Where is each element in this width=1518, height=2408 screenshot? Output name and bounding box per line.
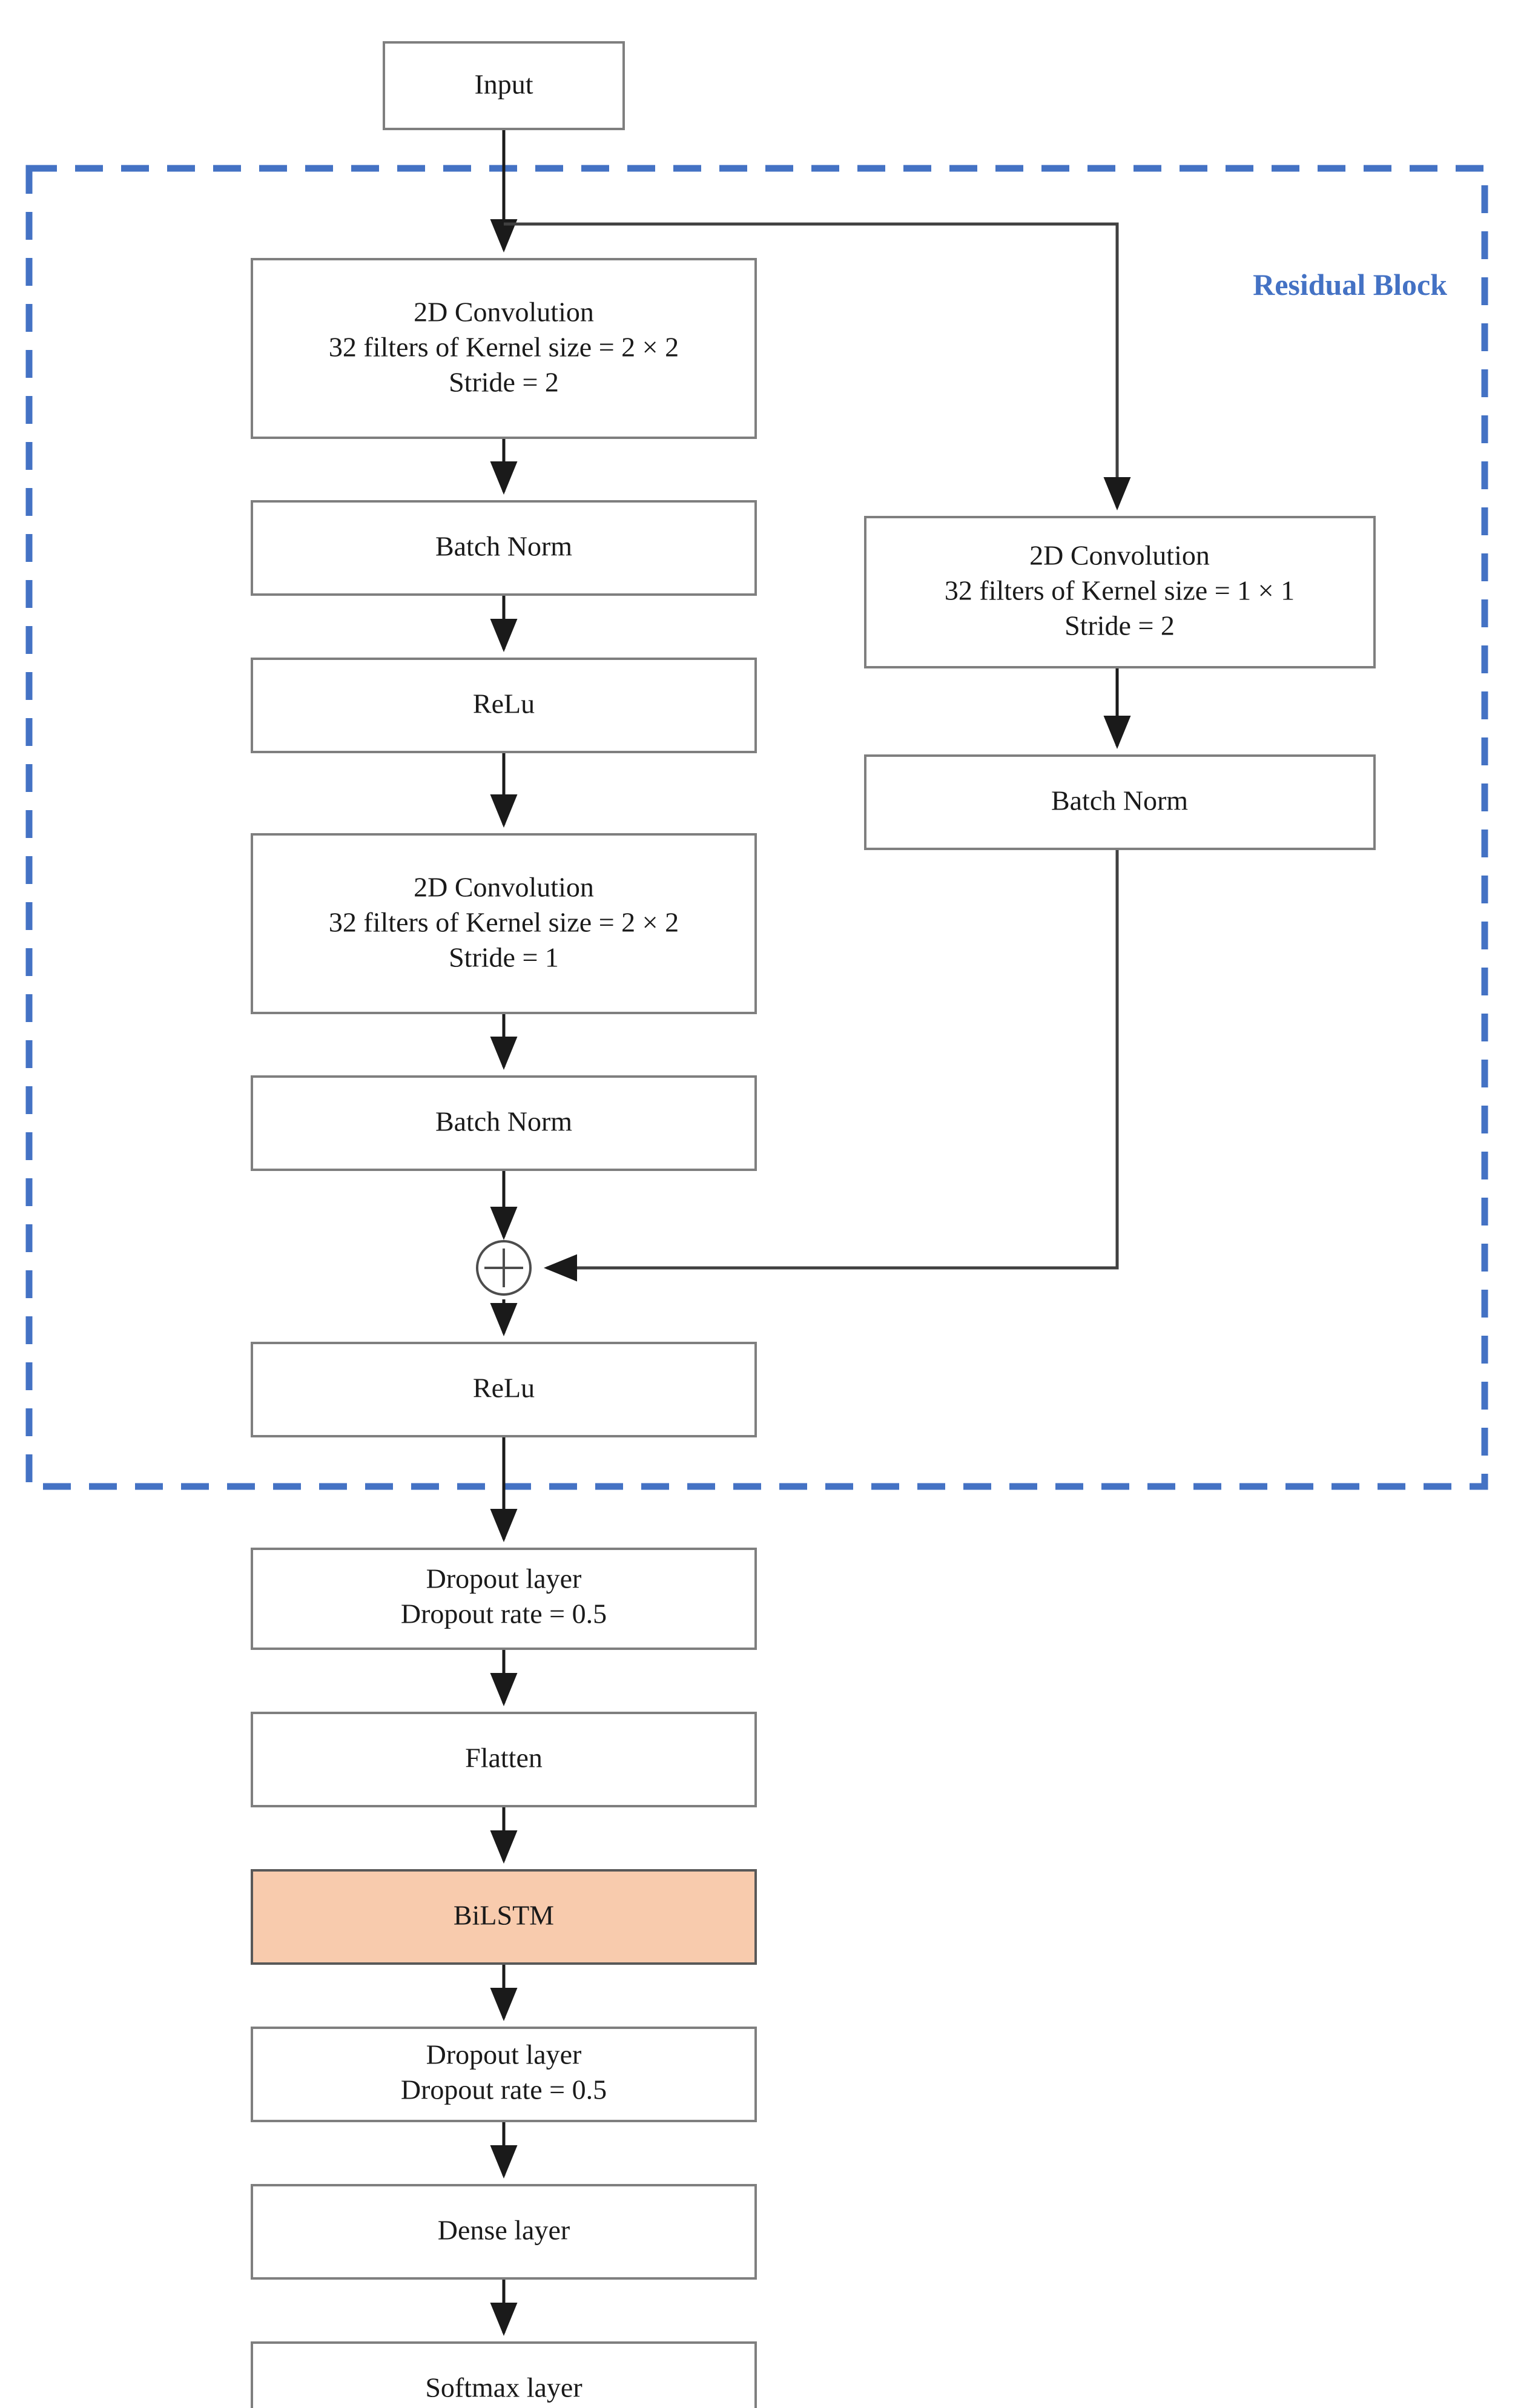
node-conv1-line3: Stride = 2 bbox=[449, 367, 559, 398]
node-softmax[interactable]: Softmax layer bbox=[251, 2341, 757, 2408]
node-relu-2[interactable]: ReLu bbox=[251, 1342, 757, 1437]
node-dropout-1-line1: Dropout layer bbox=[426, 1563, 582, 1594]
arrow-skip-branch-to-conv-skip bbox=[504, 222, 1131, 510]
node-dropout-2-line2: Dropout rate = 0.5 bbox=[401, 2074, 607, 2105]
node-conv2-line3: Stride = 1 bbox=[449, 942, 559, 973]
node-conv2-box bbox=[251, 833, 757, 1014]
node-conv1[interactable]: 2D Convolution 32 filters of Kernel size… bbox=[251, 258, 757, 439]
node-conv-skip-line1: 2D Convolution bbox=[1029, 540, 1210, 571]
node-flatten[interactable]: Flatten bbox=[251, 1712, 757, 1807]
node-batch-norm-skip[interactable]: Batch Norm bbox=[864, 754, 1376, 850]
node-batch-norm-2[interactable]: Batch Norm bbox=[251, 1075, 757, 1171]
node-input-label: Input bbox=[474, 69, 533, 100]
node-conv-skip-line3: Stride = 2 bbox=[1064, 610, 1175, 641]
node-dropout-2[interactable]: Dropout layer Dropout rate = 0.5 bbox=[251, 2027, 757, 2122]
node-dropout-1-line2: Dropout rate = 0.5 bbox=[401, 1598, 607, 1629]
node-conv1-line1: 2D Convolution bbox=[414, 297, 594, 328]
node-batch-norm-skip-box bbox=[864, 754, 1376, 850]
node-conv-skip-line2: 32 filters of Kernel size = 1 × 1 bbox=[945, 575, 1295, 606]
arrow-skip-to-add bbox=[544, 849, 1119, 1282]
node-relu-1-box bbox=[251, 658, 757, 753]
node-softmax-label: Softmax layer bbox=[425, 2372, 582, 2403]
node-conv2-line2: 32 filters of Kernel size = 2 × 2 bbox=[329, 907, 679, 938]
node-bilstm-label: BiLSTM bbox=[454, 1900, 554, 1931]
node-conv-skip-box bbox=[864, 516, 1376, 668]
node-dense[interactable]: Dense layer bbox=[251, 2184, 757, 2280]
node-dropout-1-box bbox=[251, 1548, 757, 1650]
node-conv-skip[interactable]: 2D Convolution 32 filters of Kernel size… bbox=[864, 516, 1376, 668]
node-dense-box bbox=[251, 2184, 757, 2280]
node-flatten-box bbox=[251, 1712, 757, 1807]
node-relu-2-label: ReLu bbox=[473, 1373, 535, 1404]
node-relu-1[interactable]: ReLu bbox=[251, 658, 757, 753]
node-batch-norm-2-label: Batch Norm bbox=[435, 1106, 572, 1137]
node-bilstm-box bbox=[251, 1869, 757, 1965]
node-dropout-2-box bbox=[251, 2027, 757, 2122]
node-conv2[interactable]: 2D Convolution 32 filters of Kernel size… bbox=[251, 833, 757, 1014]
node-flatten-label: Flatten bbox=[465, 1743, 543, 1773]
node-relu-2-box bbox=[251, 1342, 757, 1437]
node-conv1-box bbox=[251, 258, 757, 439]
node-dropout-2-line1: Dropout layer bbox=[426, 2039, 582, 2070]
node-input-box bbox=[383, 41, 625, 130]
node-dense-label: Dense layer bbox=[438, 2215, 570, 2246]
residual-block-boundary bbox=[25, 165, 1488, 1490]
node-relu-1-label: ReLu bbox=[473, 688, 535, 719]
node-softmax-box bbox=[251, 2341, 757, 2408]
node-conv1-line2: 32 filters of Kernel size = 2 × 2 bbox=[329, 332, 679, 363]
node-batch-norm-1-label: Batch Norm bbox=[435, 531, 572, 562]
node-conv2-line1: 2D Convolution bbox=[414, 872, 594, 903]
node-batch-norm-2-box bbox=[251, 1075, 757, 1171]
residual-block-label: Residual Block bbox=[1253, 268, 1447, 302]
node-bilstm[interactable]: BiLSTM bbox=[251, 1869, 757, 1965]
node-batch-norm-1-box bbox=[251, 500, 757, 596]
node-addition[interactable] bbox=[476, 1240, 532, 1296]
node-input[interactable]: Input bbox=[383, 41, 625, 130]
node-batch-norm-skip-label: Batch Norm bbox=[1051, 785, 1188, 816]
node-dropout-1[interactable]: Dropout layer Dropout rate = 0.5 bbox=[251, 1548, 757, 1650]
node-batch-norm-1[interactable]: Batch Norm bbox=[251, 500, 757, 596]
